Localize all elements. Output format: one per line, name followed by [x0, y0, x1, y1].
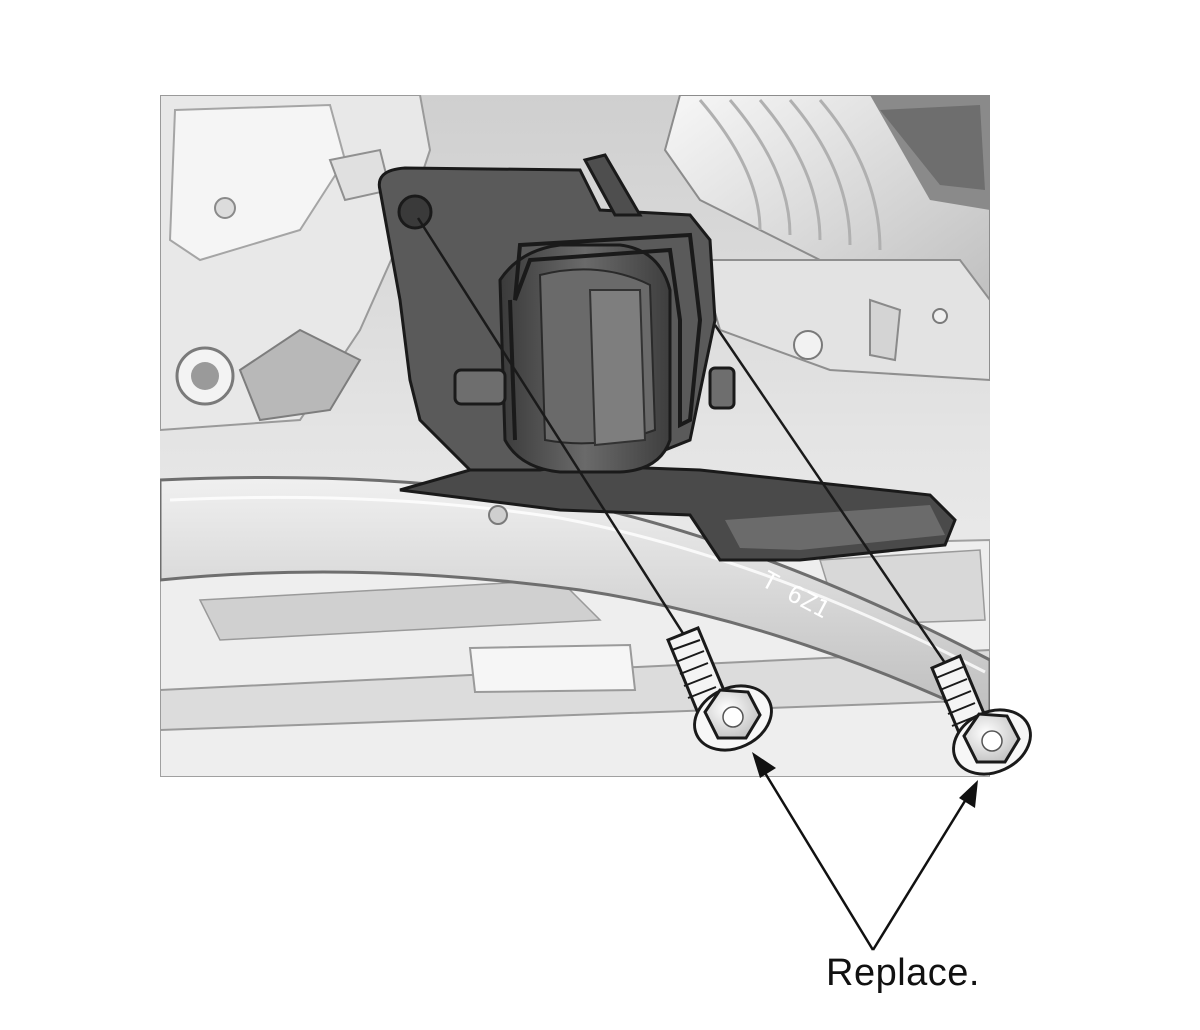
arrowhead-left-icon [752, 752, 776, 778]
vehicle-underbody-scene: T 6Z1 [160, 95, 990, 777]
flange-bolt-left [666, 626, 773, 752]
replace-callout-label: Replace. [826, 952, 980, 994]
arrowhead-right-icon [959, 780, 978, 808]
callout-arrow-left [760, 767, 875, 951]
bolt-leader-line-left [416, 217, 702, 661]
callout-arrows [752, 752, 978, 951]
bolt-leader-line-right [713, 324, 962, 686]
flange-bolt-right [930, 654, 1032, 776]
callout-arrow-right [871, 795, 970, 951]
